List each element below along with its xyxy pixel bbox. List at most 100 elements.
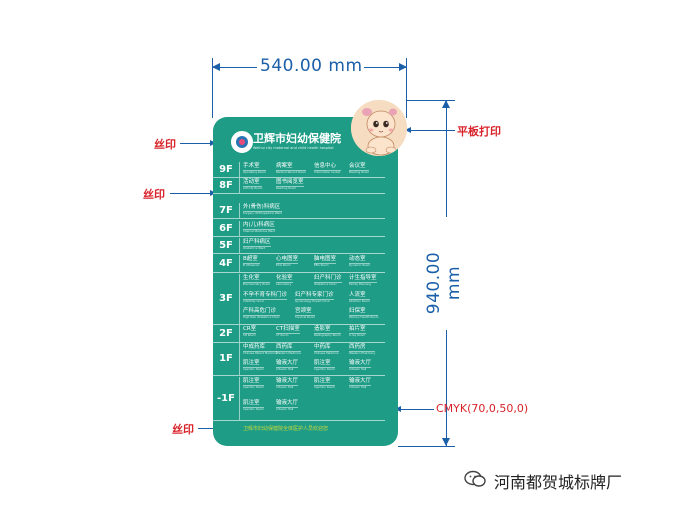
width-dim-line-right bbox=[364, 67, 406, 68]
floor-number: 3F bbox=[219, 293, 233, 304]
flatbed-pointer bbox=[410, 130, 455, 131]
footer-text: 卫辉市妇幼保健院全体医护人员欢迎您 bbox=[243, 426, 329, 432]
room-name-en: Infusion Hall bbox=[276, 406, 294, 411]
room-name: 中药库 bbox=[314, 344, 339, 352]
wechat-icon bbox=[464, 470, 486, 487]
width-dim-left-tick bbox=[212, 58, 213, 118]
row-separator bbox=[213, 272, 385, 273]
cmyk-label: CMYK(70,0,50,0) bbox=[436, 402, 529, 415]
row-separator bbox=[213, 420, 385, 421]
room-name-en: Surgery (Orthopedics) Ward bbox=[243, 211, 283, 215]
room-name-en: Injection Room bbox=[314, 367, 335, 371]
room-name-en: Chinese Medicine bbox=[314, 351, 339, 355]
width-dim-line-left bbox=[213, 67, 257, 68]
room-name: 不孕不育专科门诊 bbox=[243, 291, 288, 300]
flatbed-print-label: 平板打印 bbox=[457, 125, 501, 138]
row-separator bbox=[213, 236, 385, 237]
room-name-en: High Risk Obstetrics Clinic bbox=[243, 315, 280, 320]
silk-top-pointer bbox=[180, 143, 214, 144]
silk-print-label-top: 丝印 bbox=[154, 138, 176, 151]
floor-divider bbox=[239, 255, 240, 272]
room-name: 肌注室 bbox=[314, 378, 335, 386]
room-name-en: Western Medicine bbox=[276, 351, 301, 355]
room-name: CR室 bbox=[243, 326, 257, 334]
floor-number: 8F bbox=[219, 179, 233, 191]
room-name-en: Injection Room bbox=[243, 367, 264, 371]
room-name-en: Injection Room bbox=[243, 406, 264, 411]
silk-mid-pointer bbox=[170, 193, 214, 194]
row-separator bbox=[213, 193, 385, 194]
height-dim-bottom-tick bbox=[398, 446, 455, 447]
room-name: 肌注室 bbox=[243, 360, 264, 368]
room-name: 脑电图室 bbox=[314, 256, 337, 264]
floor-divider bbox=[239, 178, 240, 193]
room-name: 妇保室 bbox=[349, 308, 379, 317]
width-dimension-label: 540.00 mm bbox=[260, 56, 363, 76]
room-name-en: Radiography Room bbox=[314, 333, 341, 337]
room-name: 活动室 bbox=[243, 179, 263, 187]
row-separator bbox=[213, 177, 385, 178]
height-dim-line-top bbox=[446, 101, 447, 217]
room-name: 中成药库 bbox=[243, 344, 278, 352]
floor-number: 4F bbox=[219, 257, 233, 269]
width-dim-right-tick bbox=[406, 58, 407, 118]
room-name: 西药库 bbox=[276, 344, 301, 352]
room-name-en: Cervical Room bbox=[295, 315, 316, 320]
room-name: B超室 bbox=[243, 256, 260, 264]
room-name: 手术室 bbox=[243, 163, 266, 171]
room-name-en: Operating Room bbox=[243, 170, 266, 174]
width-arrow-left bbox=[212, 63, 220, 71]
room-name-en: Western Pharmacy bbox=[349, 351, 376, 355]
room-name: 输液大厅 bbox=[276, 399, 299, 408]
room-name-en: Gynecology Expert Clinic bbox=[295, 298, 331, 303]
room-name: 信息中心 bbox=[314, 163, 341, 171]
room-name: 人流室 bbox=[349, 292, 370, 300]
cmyk-arrowhead bbox=[395, 406, 401, 412]
sign-header: 卫辉市妇幼保健院 Weihui city maternal and child … bbox=[213, 117, 398, 156]
room-name-en: Women Health Room bbox=[349, 315, 379, 320]
room-name: 造影室 bbox=[314, 326, 341, 334]
floor-divider bbox=[239, 377, 240, 420]
room-name: 妇产科病区 bbox=[243, 239, 271, 247]
room-name: 动态室 bbox=[349, 256, 371, 264]
room-name: 输液大厅 bbox=[276, 360, 299, 368]
room-name: 输液大厅 bbox=[349, 360, 372, 368]
room-name-en: CT Room bbox=[276, 333, 289, 337]
row-separator bbox=[213, 342, 385, 343]
room-name-en: Reading Room bbox=[276, 186, 297, 190]
room-name: 输液大厅 bbox=[349, 378, 372, 386]
silk-print-label-bottom: 丝印 bbox=[172, 423, 194, 436]
room-name: 心电图室 bbox=[276, 256, 299, 264]
room-name-en: Internal Medicine Ward bbox=[243, 229, 276, 233]
floor-number: 1F bbox=[219, 353, 233, 364]
floor-divider bbox=[239, 221, 240, 236]
room-name-en: CR Room bbox=[243, 333, 256, 337]
width-arrow-right bbox=[399, 63, 407, 71]
baby-face-icon bbox=[351, 100, 407, 156]
sign-footer: 卫辉市妇幼保健院全体医护人员欢迎您 bbox=[213, 420, 398, 446]
room-name: 西药房 bbox=[349, 344, 376, 352]
room-name: 宫颈室 bbox=[295, 308, 316, 317]
room-name-en: Infusion Hall bbox=[276, 385, 294, 389]
